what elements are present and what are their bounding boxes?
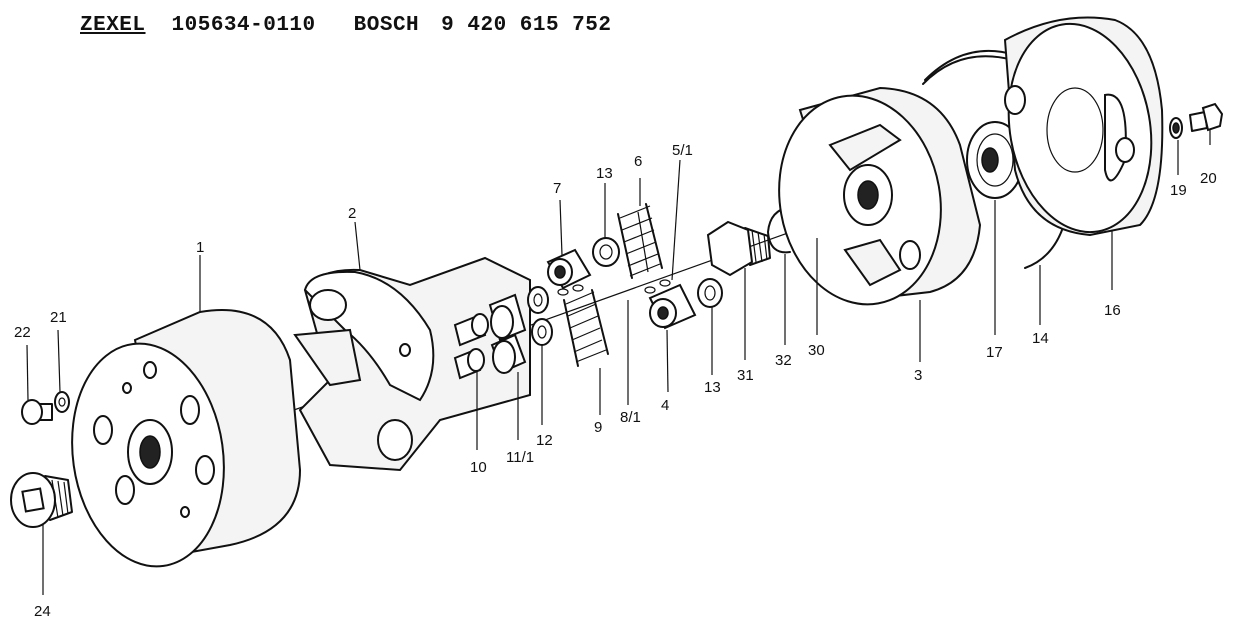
part-3-rear-housing <box>778 86 982 306</box>
part-6-springs <box>617 203 663 279</box>
part-13-washer-lower <box>697 278 723 308</box>
callout-32: 32 <box>775 352 792 369</box>
zexel-part-number: 105634-0110 <box>171 14 316 37</box>
maker-name-bosch: BOSCH <box>353 14 420 37</box>
part-2-flyweight-carrier <box>293 256 531 472</box>
callout-24: 24 <box>34 603 51 620</box>
callout-22: 22 <box>14 324 31 341</box>
part-13-washer-upper <box>592 237 620 267</box>
callout-7: 7 <box>553 180 561 197</box>
diagram-header: ZEXEL 105634-0110 BOSCH 9 420 615 752 <box>80 14 611 44</box>
maker-name-zexel: ZEXEL <box>80 14 146 37</box>
callout-11-1: 11/1 <box>506 449 534 466</box>
part-20-bolt <box>1189 102 1224 132</box>
part-10-pins <box>453 313 489 380</box>
callout-6: 6 <box>634 153 642 170</box>
leader-lines <box>26 130 1211 595</box>
callout-21: 21 <box>50 309 67 326</box>
callout-30: 30 <box>808 342 825 359</box>
part-24-plug <box>10 472 73 528</box>
callout-10: 10 <box>470 459 487 476</box>
callout-14: 14 <box>1032 330 1049 347</box>
part-16-cover <box>1003 16 1164 237</box>
part-5-1-clips <box>557 279 671 296</box>
part-17-oil-seal <box>966 121 1024 199</box>
callout-20: 20 <box>1200 170 1217 187</box>
callout-17: 17 <box>986 344 1003 361</box>
callout-9: 9 <box>594 419 602 436</box>
callout-12: 12 <box>536 432 553 449</box>
part-19-washer <box>1169 117 1183 139</box>
part-7-spring-seat <box>546 248 592 290</box>
bosch-part-number: 9 420 615 752 <box>441 14 612 37</box>
callout-16: 16 <box>1104 302 1121 319</box>
part-9-springs <box>563 289 609 367</box>
part-31-adjusting-screw <box>706 220 771 277</box>
part-12-washers <box>527 286 553 346</box>
callout-13-upper: 13 <box>596 165 613 182</box>
callout-3: 3 <box>914 367 922 384</box>
callout-4: 4 <box>661 397 669 414</box>
callout-8-1: 8/1 <box>620 409 641 426</box>
callout-31: 31 <box>737 367 754 384</box>
callout-1: 1 <box>196 239 204 256</box>
callout-2: 2 <box>348 205 356 222</box>
part-4-spring-seat <box>648 283 697 330</box>
callout-labels: 1 2 3 4 5/1 6 7 8/1 9 10 11/1 12 13 13 1… <box>14 142 1217 620</box>
callout-5-1: 5/1 <box>672 142 693 159</box>
part-1-front-housing <box>71 309 302 568</box>
part-22-screw <box>21 399 53 425</box>
part-11-1-bushings <box>488 293 527 374</box>
callout-13-lower: 13 <box>704 379 721 396</box>
callout-19: 19 <box>1170 182 1187 199</box>
part-21-washer <box>54 391 70 413</box>
